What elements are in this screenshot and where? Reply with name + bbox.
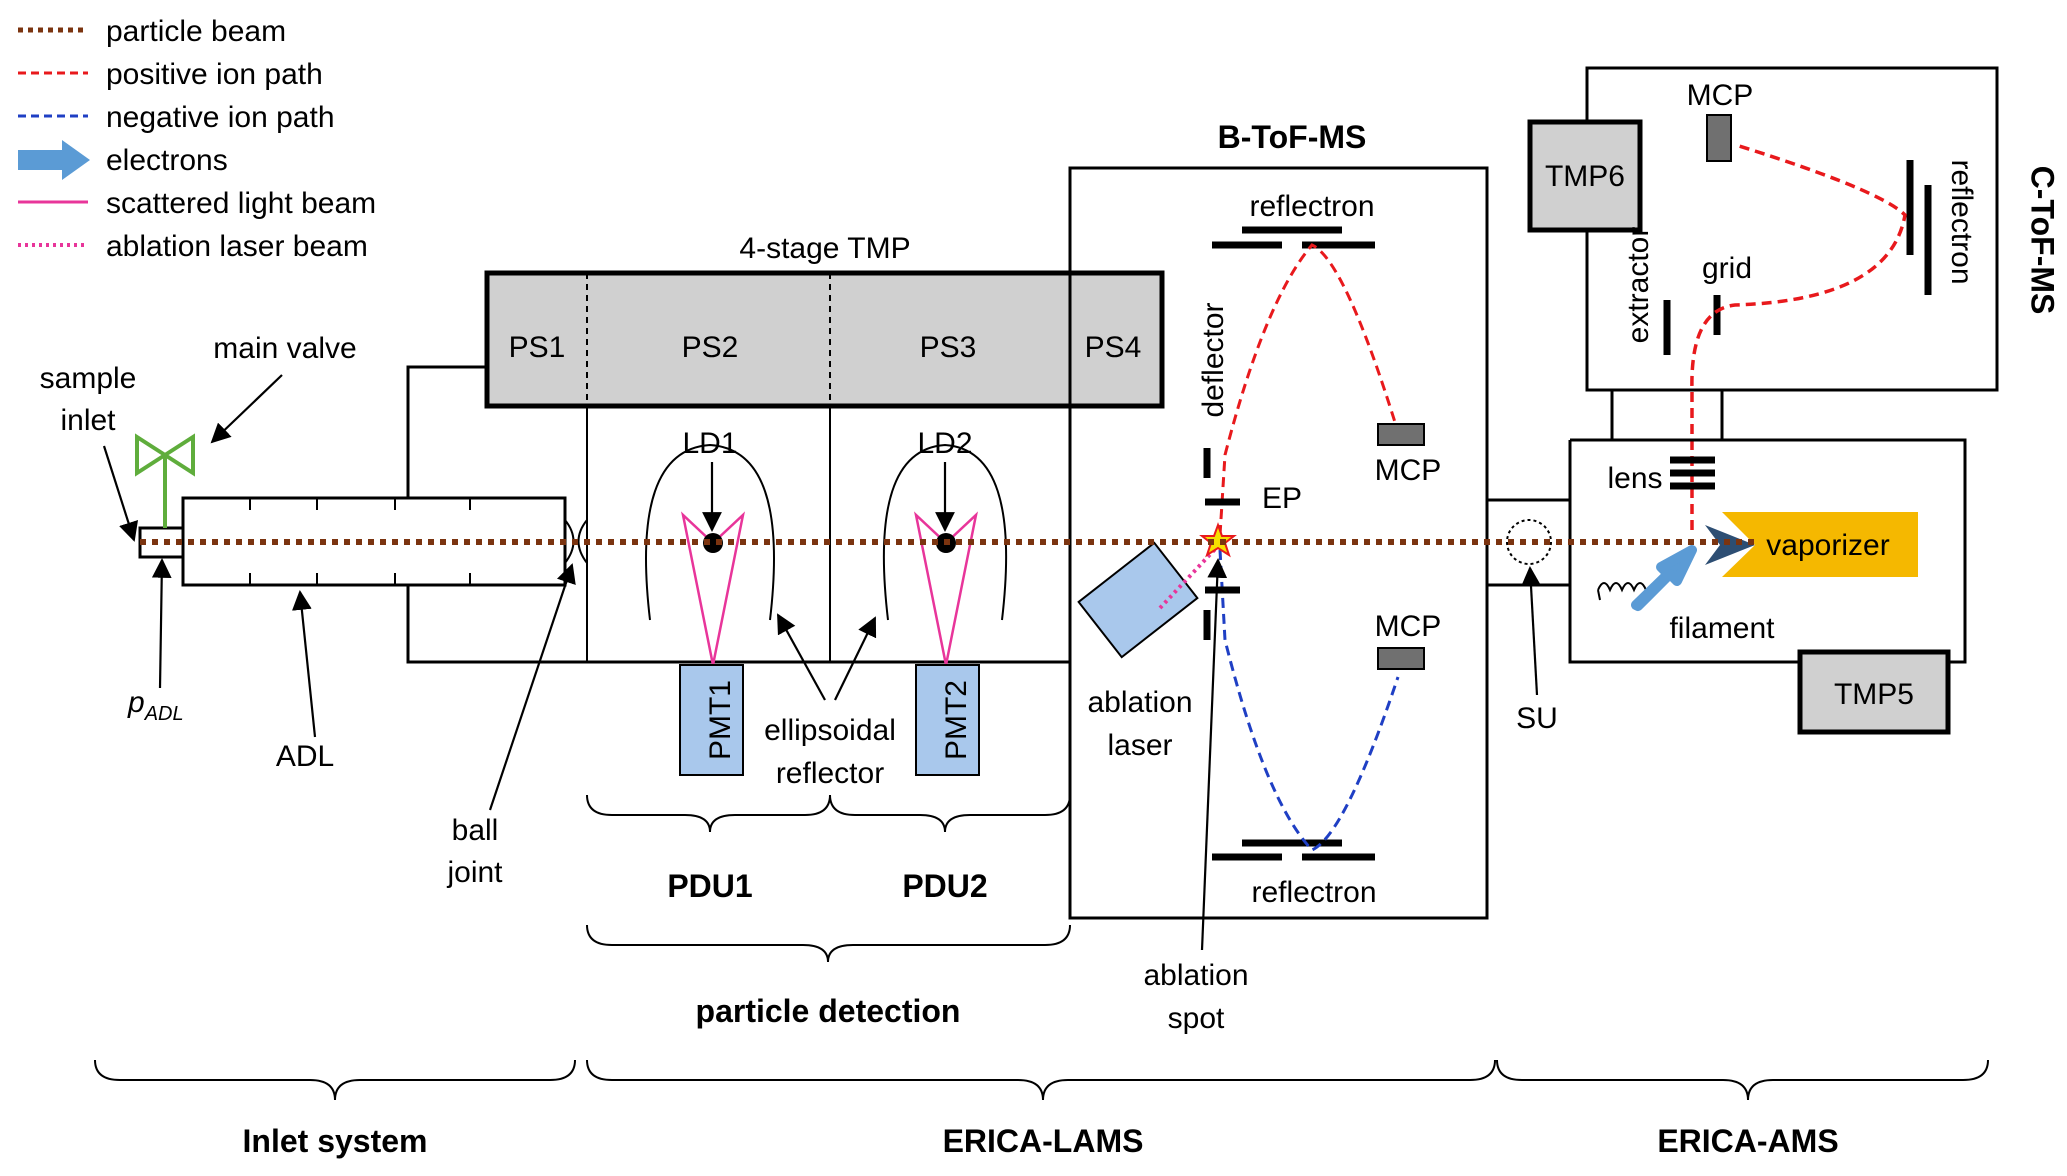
erica-ams-brace: [1496, 1059, 1989, 1101]
negative-ion-path: [1218, 549, 1400, 852]
legend: particle beam positive ion path negative…: [18, 15, 376, 263]
pumping-stage-2: PS2: [682, 331, 739, 364]
extractor-label: extractor: [1622, 227, 1655, 344]
laser-diode-focus-1: [703, 533, 723, 553]
ctof-reflectron-label: reflectron: [1945, 159, 1978, 284]
inlet-system-brace: [94, 1059, 576, 1101]
sample-inlet-label-1: sample: [40, 362, 137, 395]
pmt1-box: [679, 664, 744, 776]
positive-ion-path: [1218, 243, 1400, 536]
ablation-laser-box: [1077, 541, 1199, 659]
pumping-stage-3: PS3: [920, 331, 977, 364]
electron-beam-arrow-icon: [1631, 545, 1697, 611]
pmt2-label: PMT2: [940, 680, 973, 760]
pdu2-brace: [829, 794, 1071, 833]
lens-label: lens: [1607, 462, 1662, 495]
legend-particle-beam: particle beam: [106, 15, 286, 48]
ablation-spot-star-icon: [1199, 522, 1237, 558]
pmt1-label: PMT1: [704, 680, 737, 760]
ctof-ion-path: [1690, 143, 1907, 530]
pdu1-brace: [586, 794, 831, 833]
legend-ablation-laser-beam: ablation laser beam: [106, 230, 368, 263]
ld2-label: LD2: [917, 427, 972, 460]
ablation-spot-label-1: ablation: [1143, 959, 1248, 992]
c-tof-ms-title: C-ToF-MS: [2025, 166, 2061, 315]
tmp6-label: TMP6: [1545, 160, 1625, 193]
pumping-stage-1: PS1: [509, 331, 566, 364]
tmp5-pump: [1797, 649, 1951, 735]
four-stage-tmp: 4-stage TMP PS1 PS2 PS3 PS4: [484, 232, 1165, 409]
ep-label: EP: [1262, 482, 1302, 515]
main-valve-label: main valve: [213, 332, 356, 365]
pdu2-label: PDU2: [902, 868, 987, 904]
legend-electrons: electrons: [106, 144, 228, 177]
b-tof-ms: B-ToF-MS reflectron reflectron MCP MCP d…: [1068, 119, 1570, 1035]
ablation-laser-label-2: laser: [1107, 729, 1172, 762]
adl-label: ADL: [276, 740, 334, 773]
pmt2-box: [915, 664, 980, 776]
inlet-system-label: Inlet system: [243, 1123, 428, 1159]
sample-inlet-label-2: inlet: [60, 404, 116, 437]
particle-detection-brace: [586, 924, 1071, 963]
mcp-bottom-label: MCP: [1375, 610, 1442, 643]
su-label: SU: [1516, 702, 1558, 735]
ellipsoidal-reflector-label-1: ellipsoidal: [764, 714, 896, 747]
ctof-mcp-label: MCP: [1687, 79, 1754, 112]
ld1-label: LD1: [682, 427, 737, 460]
inlet-housing-bottom: [406, 585, 1070, 664]
ball-joint-label-1: ball: [452, 814, 499, 847]
erica-lams-brace: [586, 1059, 1496, 1101]
particle-detection: LD1 PMT1 LD2 PMT2 ellipsoidal reflector …: [586, 406, 1071, 1029]
ctof-mcp-detector: [1706, 114, 1732, 162]
su-unit-icon: [1506, 519, 1552, 565]
filament-label: filament: [1669, 612, 1775, 645]
ellipsoidal-reflector-1: [645, 443, 775, 621]
legend-positive-ion-path: positive ion path: [106, 58, 323, 91]
ionization-chamber: [1570, 438, 1967, 664]
pdu1-label: PDU1: [667, 868, 752, 904]
mcp-top-detector: [1377, 423, 1425, 446]
tmp-body: [484, 270, 1165, 409]
p-adl-label: pADL: [127, 686, 184, 725]
tmp5-label: TMP5: [1834, 678, 1914, 711]
pumping-stage-4: PS4: [1085, 331, 1142, 364]
c-tof-ms: C-ToF-MS TMP6 MCP reflectron extractor g…: [1527, 66, 2061, 735]
legend-scattered-light-beam: scattered light beam: [106, 187, 376, 220]
particle-detection-label: particle detection: [696, 993, 961, 1029]
mcp-top-label: MCP: [1375, 454, 1442, 487]
ablation-spot-label-2: spot: [1168, 1002, 1225, 1035]
ball-joint-label-2: joint: [446, 856, 503, 889]
ellipsoidal-reflector-label-2: reflector: [776, 757, 884, 790]
ablation-laser-beam: [1158, 544, 1220, 610]
b-tof-ms-title: B-ToF-MS: [1218, 119, 1367, 155]
ellipsoidal-reflector-2: [882, 443, 1008, 621]
tmp-title: 4-stage TMP: [739, 232, 910, 265]
erica-lams-label: ERICA-LAMS: [943, 1123, 1144, 1159]
main-valve-icon: [135, 433, 195, 477]
legend-electrons-arrow-icon: [18, 140, 90, 180]
deflector-label: deflector: [1197, 302, 1230, 417]
inlet-housing-top: [406, 365, 487, 498]
tmp6-pump: [1527, 119, 1643, 233]
vaporizer-body: [1722, 512, 1918, 577]
vaporizer-label: vaporizer: [1766, 529, 1889, 562]
section-braces: Inlet system ERICA-LAMS ERICA-AMS: [94, 1059, 1989, 1159]
reflectron-top-label: reflectron: [1249, 190, 1374, 223]
grid-label: grid: [1702, 252, 1752, 285]
erica-ams-label: ERICA-AMS: [1657, 1123, 1838, 1159]
mcp-bottom-detector: [1377, 647, 1425, 670]
inlet-system: sample inlet main valve pADL ADL ball jo…: [40, 332, 1070, 889]
legend-negative-ion-path: negative ion path: [106, 101, 335, 134]
ablation-laser-label-1: ablation: [1087, 686, 1192, 719]
reflectron-bottom-label: reflectron: [1251, 876, 1376, 909]
